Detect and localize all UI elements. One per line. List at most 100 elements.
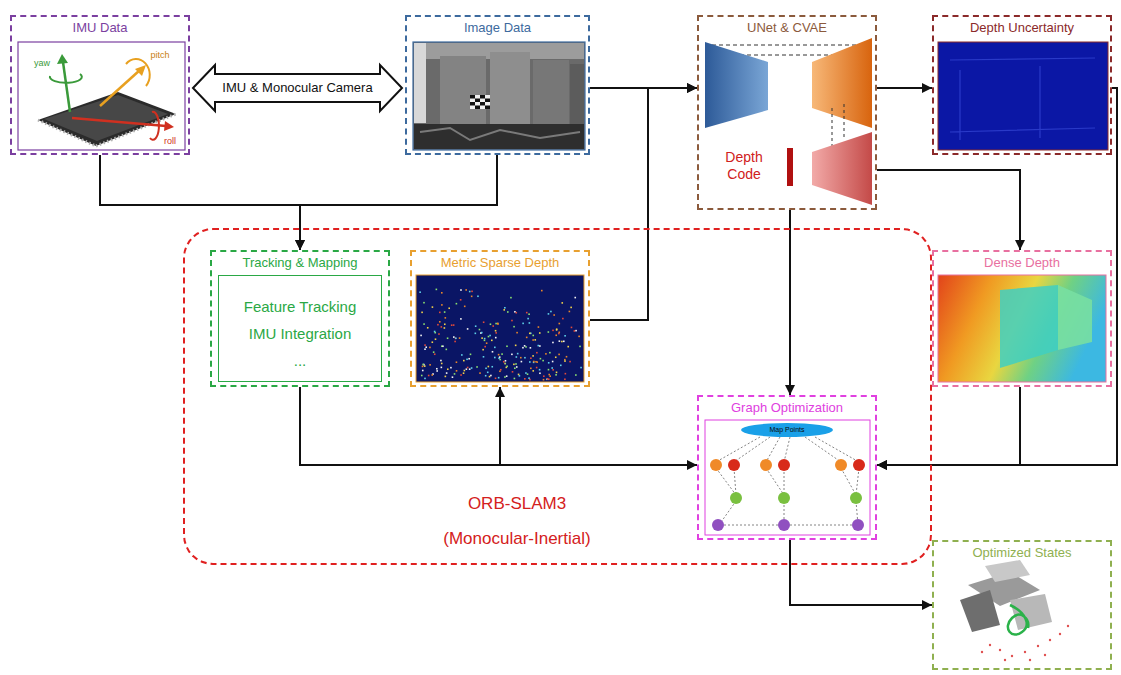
sparse-depth-point — [436, 370, 438, 372]
sparse-depth-point — [447, 337, 449, 339]
sparse-depth-point — [424, 378, 426, 380]
sparse-depth-point — [456, 303, 458, 305]
trajectory-map — [1024, 651, 1026, 653]
sparse-depth-point — [516, 332, 518, 334]
sparse-depth-point — [444, 323, 446, 325]
graph-label: Map Points — [768, 426, 805, 434]
network-illustration — [740, 55, 840, 56]
sparse-depth-point — [532, 339, 534, 341]
trajectory-map — [1049, 639, 1051, 641]
sparse-depth-point — [471, 367, 473, 369]
sparse-depth-point — [468, 358, 470, 360]
factor-graph — [710, 459, 722, 471]
sparse-depth-point — [453, 336, 455, 338]
sparse-depth-point — [504, 376, 506, 378]
box-title: Tracking & Mapping — [212, 255, 388, 271]
trajectory-map — [1004, 659, 1006, 661]
sparse-depth-point — [499, 370, 501, 372]
sparse-depth-point — [517, 353, 519, 355]
sparse-depth-point — [484, 346, 486, 348]
factor-graph — [705, 420, 870, 535]
sparse-depth-point — [516, 366, 518, 368]
sparse-depth-point — [549, 352, 551, 354]
sparse-depth-point — [470, 354, 472, 356]
sparse-depth-point — [469, 291, 471, 293]
sparse-depth-point — [552, 330, 554, 332]
sparse-depth-point — [524, 378, 526, 380]
process-box: Graph Optimization — [697, 395, 877, 540]
network-illustration — [832, 108, 833, 146]
sparse-depth-point — [506, 345, 508, 347]
sparse-depth-point — [444, 327, 446, 329]
box-title: Depth Uncertainty — [934, 20, 1110, 36]
factor-graph — [716, 437, 859, 462]
output-box: Depth Uncertainty — [932, 15, 1112, 155]
sparse-depth-point — [529, 379, 531, 381]
sparse-depth-point — [484, 338, 486, 340]
sparse-depth-point — [548, 374, 550, 376]
sparse-depth-point — [556, 329, 558, 331]
sparse-depth-point — [463, 360, 465, 362]
sparse-depth-point — [469, 368, 471, 370]
sparse-depth-point — [567, 346, 569, 348]
sparse-depth-point — [459, 337, 461, 339]
network-illustration — [812, 132, 872, 205]
sparse-depth-point — [539, 372, 541, 374]
factor-graph — [778, 519, 790, 531]
sparse-depth-point — [549, 375, 551, 377]
sparse-depth-point — [492, 325, 494, 327]
system-region: ORB-SLAM3(Monocular-Inertial)Tracking & … — [183, 228, 932, 565]
sparse-depth-point — [565, 373, 567, 375]
sparse-depth-point — [526, 337, 528, 339]
camera-image — [414, 43, 426, 123]
sparse-depth-point — [563, 341, 565, 343]
sparse-depth-point — [453, 324, 455, 326]
sparse-depth-point — [434, 331, 436, 333]
sparse-depth-point — [444, 311, 446, 313]
sparse-depth-point — [424, 365, 426, 367]
sparse-depth-point — [555, 374, 557, 376]
trajectory-map — [1059, 633, 1061, 635]
sparse-depth-point — [431, 374, 433, 376]
sparse-depth-point — [441, 326, 443, 328]
sparse-depth-point — [481, 332, 483, 334]
sparse-depth-point — [497, 323, 499, 325]
sparse-depth-point — [497, 323, 499, 325]
network-illustration — [705, 42, 768, 128]
sparse-depth-point — [455, 338, 457, 340]
sparse-depth-point — [498, 377, 500, 379]
box-title: Metric Sparse Depth — [412, 255, 588, 271]
uncertainty-map — [938, 42, 1108, 150]
sparse-depth-point — [532, 335, 534, 337]
sparse-depth-point — [471, 291, 473, 293]
sparse-depth-point — [483, 321, 485, 323]
sparse-depth-point — [522, 323, 524, 325]
sparse-depth-point — [530, 333, 532, 335]
sparse-depth-point — [524, 357, 526, 359]
sparse-depth-point — [447, 368, 449, 370]
sparse-depth-point — [579, 346, 581, 348]
sparse-depth-point — [445, 317, 447, 319]
sparse-depth-point — [471, 296, 473, 298]
trajectory-map — [981, 651, 983, 653]
sparse-depth-point — [482, 349, 484, 351]
sparse-depth-point — [424, 348, 426, 350]
sparse-depth-point — [441, 363, 443, 365]
imu-illustration — [126, 59, 150, 86]
uncertainty-map — [938, 42, 1108, 150]
factor-graph — [778, 492, 790, 504]
process-box: Tracking & MappingFeature TrackingIMU In… — [210, 250, 390, 387]
trajectory-map — [1029, 659, 1031, 661]
region-title: (Monocular-Inertial) — [367, 529, 667, 549]
dense-depth-map — [938, 275, 1106, 382]
trajectory-map — [981, 625, 1069, 661]
sparse-depth-point — [530, 357, 532, 359]
sparse-depth-point — [439, 321, 441, 323]
network-illustration — [705, 38, 872, 205]
sparse-depth-point — [429, 364, 431, 366]
sparse-depth-point — [483, 356, 485, 358]
sparse-depth-point — [460, 318, 462, 320]
sparse-depth-point — [556, 372, 558, 374]
sparse-depth-point — [526, 312, 528, 314]
